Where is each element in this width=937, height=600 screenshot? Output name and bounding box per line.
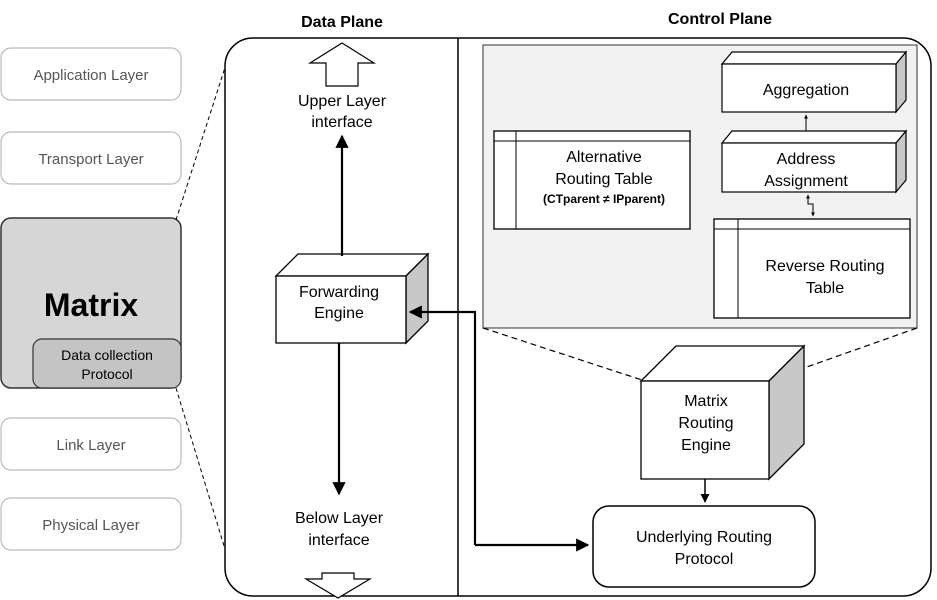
matrix-engine-label-2: Routing (678, 415, 733, 432)
layer-link: Link Layer (0, 417, 182, 471)
zoom-line-top (175, 51, 231, 221)
matrix-title: Matrix (44, 287, 138, 323)
layer-physical: Physical Layer (0, 497, 182, 551)
address-assignment-box: Address Assignment (720, 129, 908, 194)
underlying-protocol-label-2: Protocol (675, 551, 734, 568)
data-plane-title: Data Plane (301, 14, 383, 31)
control-plane-title: Control Plane (668, 11, 772, 28)
layer-matrix: Matrix Data collection Protocol (0, 217, 182, 389)
matrix-engine-label-1: Matrix (684, 393, 728, 410)
data-collection-label-2: Protocol (81, 366, 132, 382)
below-interface-label-1: Below Layer (295, 510, 384, 527)
forwarding-engine-label-2: Engine (314, 305, 364, 322)
address-assignment-label-1: Address (777, 151, 836, 168)
underlying-protocol-label-1: Underlying Routing (636, 529, 772, 546)
address-reverse-arrow (806, 194, 815, 217)
reverse-routing-table: Reverse Routing Table (713, 218, 911, 319)
matrix-routing-engine: Matrix Routing Engine (639, 344, 806, 481)
detail-zoom-line-right (769, 327, 918, 381)
layer-transport: Transport Layer (0, 131, 182, 185)
upper-interface-label-2: interface (311, 114, 372, 131)
alt-routing-label-1: Alternative (566, 149, 642, 166)
reverse-routing-label-2: Table (806, 280, 844, 297)
upper-interface-label-1: Upper Layer (298, 93, 387, 110)
underlying-routing-protocol: Underlying Routing Protocol (592, 505, 816, 588)
aggregation-label: Aggregation (763, 82, 849, 99)
upper-interface-arrow-icon (307, 42, 377, 87)
layer-application: Application Layer (0, 47, 182, 101)
layer-transport-label: Transport Layer (38, 151, 143, 168)
alt-routing-label-2: Routing Table (555, 171, 653, 188)
detail-zoom-line-left (482, 327, 643, 381)
reverse-routing-label-1: Reverse Routing (765, 258, 884, 275)
layer-physical-label: Physical Layer (42, 517, 140, 534)
address-assignment-label-2: Assignment (764, 173, 848, 190)
alt-routing-label-3: (CTparent ≠ IPparent) (543, 192, 665, 206)
matrix-engine-label-3: Engine (681, 437, 731, 454)
layer-application-label: Application Layer (33, 67, 148, 84)
aggregation-box: Aggregation (720, 50, 908, 114)
alternative-routing-table: Alternative Routing Table (CTparent ≠ IP… (493, 130, 691, 230)
layer-link-label: Link Layer (56, 437, 125, 454)
below-interface-arrow-icon (303, 572, 373, 599)
forwarding-engine-label-1: Forwarding (299, 284, 379, 301)
data-collection-box (32, 338, 182, 389)
arrow-to-forwarding-engine (408, 305, 477, 545)
below-interface-label-2: interface (308, 532, 369, 549)
data-collection-label-1: Data collection (61, 347, 153, 363)
forwarding-engine: Forwarding Engine (274, 252, 430, 345)
